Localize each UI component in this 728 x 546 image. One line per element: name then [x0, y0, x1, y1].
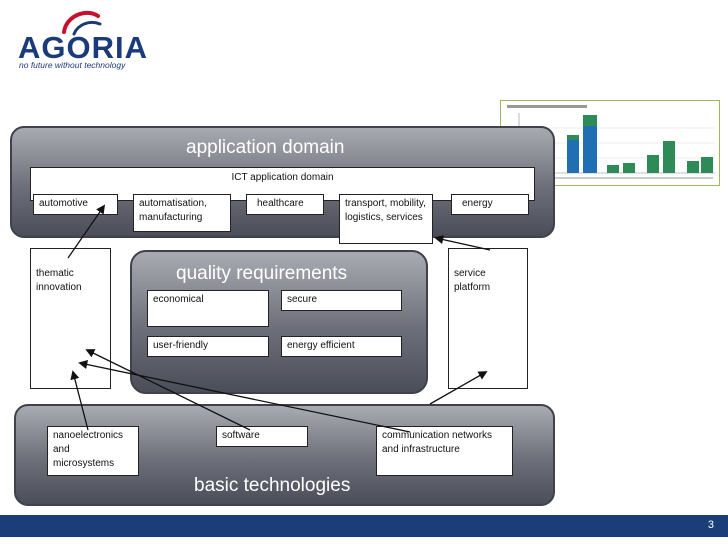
- domain-item-transport: transport, mobility, logistics, services: [339, 194, 433, 244]
- application-domain-title: application domain: [186, 137, 345, 158]
- page-number: 3: [707, 519, 714, 531]
- domain-item-energy: energy: [451, 194, 529, 215]
- arrow-communication-to-service: [429, 371, 488, 405]
- basic-technologies-title: basic technologies: [194, 475, 351, 496]
- arrow-service-to-transport: [434, 235, 491, 251]
- thematic-innovation-box: thematic innovation: [30, 248, 111, 389]
- logo-tagline: no future without technology: [19, 60, 126, 70]
- logo-swirl-icon: [62, 10, 102, 36]
- domain-item-healthcare: healthcare: [246, 194, 324, 215]
- logo-text: AGORIA: [18, 30, 148, 65]
- service-platform-box: service platform: [448, 248, 528, 389]
- tech-item-software: software: [216, 426, 308, 447]
- quality-requirements-title: quality requirements: [176, 263, 348, 284]
- ict-application-domain-label: ICT application domain: [231, 172, 334, 183]
- arrow-thematic-to-automotive: [67, 204, 106, 259]
- tech-item-nanoelectronics: nanoelectronics and microsystems: [47, 426, 139, 476]
- arrow-software-to-thematic: [85, 349, 251, 431]
- arrow-nano-to-thematic: [70, 370, 89, 431]
- logo: AGORIA no future without technology: [0, 0, 160, 75]
- quality-item-user-friendly: user-friendly: [147, 336, 269, 357]
- quality-item-secure: secure: [281, 290, 402, 311]
- quality-item-economical: economical: [147, 290, 269, 327]
- footer-bar: 3: [0, 515, 728, 537]
- tech-item-communication: communication networks and infrastructur…: [376, 426, 513, 476]
- domain-item-automatisation: automatisation, manufacturing: [133, 194, 231, 232]
- quality-item-energy-efficient: energy efficient: [281, 336, 402, 357]
- arrow-communication-to-thematic: [78, 360, 411, 433]
